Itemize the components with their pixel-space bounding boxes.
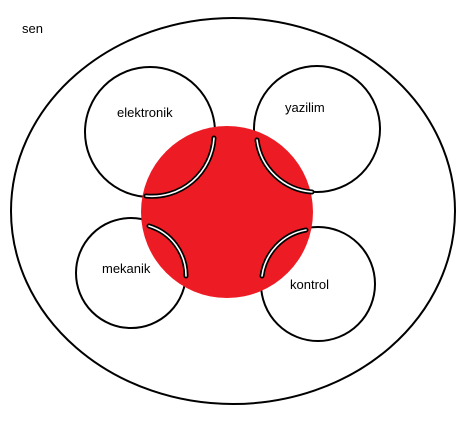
label-kontrol: kontrol	[290, 277, 330, 292]
overlap-arcs	[143, 135, 315, 279]
outer-ellipse	[10, 17, 456, 405]
circle-top-right	[253, 65, 381, 193]
label-yazilim: yazilim	[285, 100, 325, 115]
label-elektronik: elektronik	[117, 105, 173, 120]
center-red-circle	[141, 126, 313, 298]
label-sen: sen	[22, 21, 43, 36]
label-mekanik: mekanik	[102, 261, 151, 276]
